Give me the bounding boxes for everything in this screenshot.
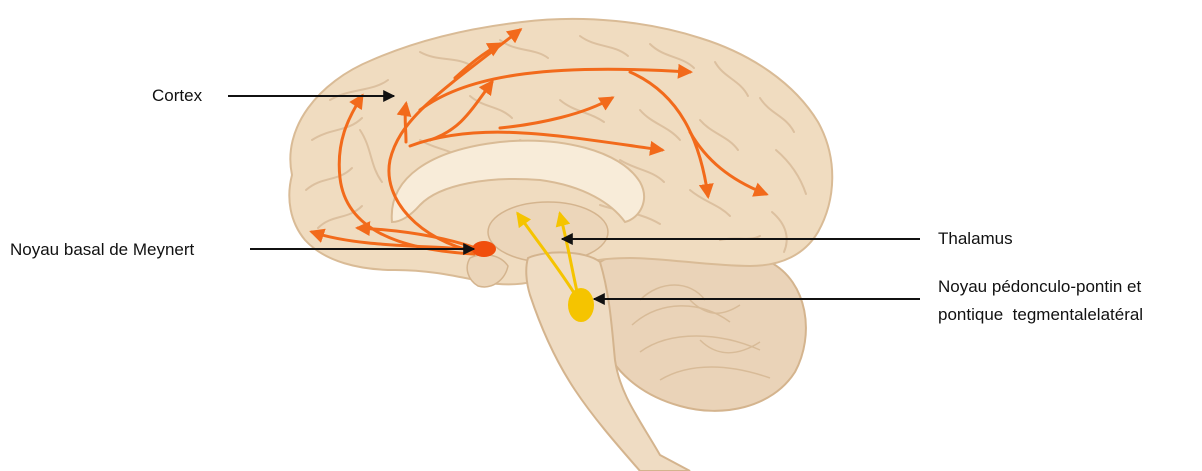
cerebellum <box>595 245 806 411</box>
brain-illustration <box>289 19 832 471</box>
label-meynert: Noyau basal de Meynert <box>10 238 194 262</box>
label-cortex: Cortex <box>152 84 202 108</box>
meynert-nucleus <box>472 241 496 257</box>
label-ppn-line1: Noyau pédonculo-pontin et <box>938 275 1141 299</box>
label-ppn-line2: pontique tegmentalelatéral <box>938 303 1143 327</box>
projection-medial-short <box>405 104 406 142</box>
pedunculopontine-nucleus <box>568 288 594 322</box>
label-thalamus: Thalamus <box>938 227 1013 251</box>
